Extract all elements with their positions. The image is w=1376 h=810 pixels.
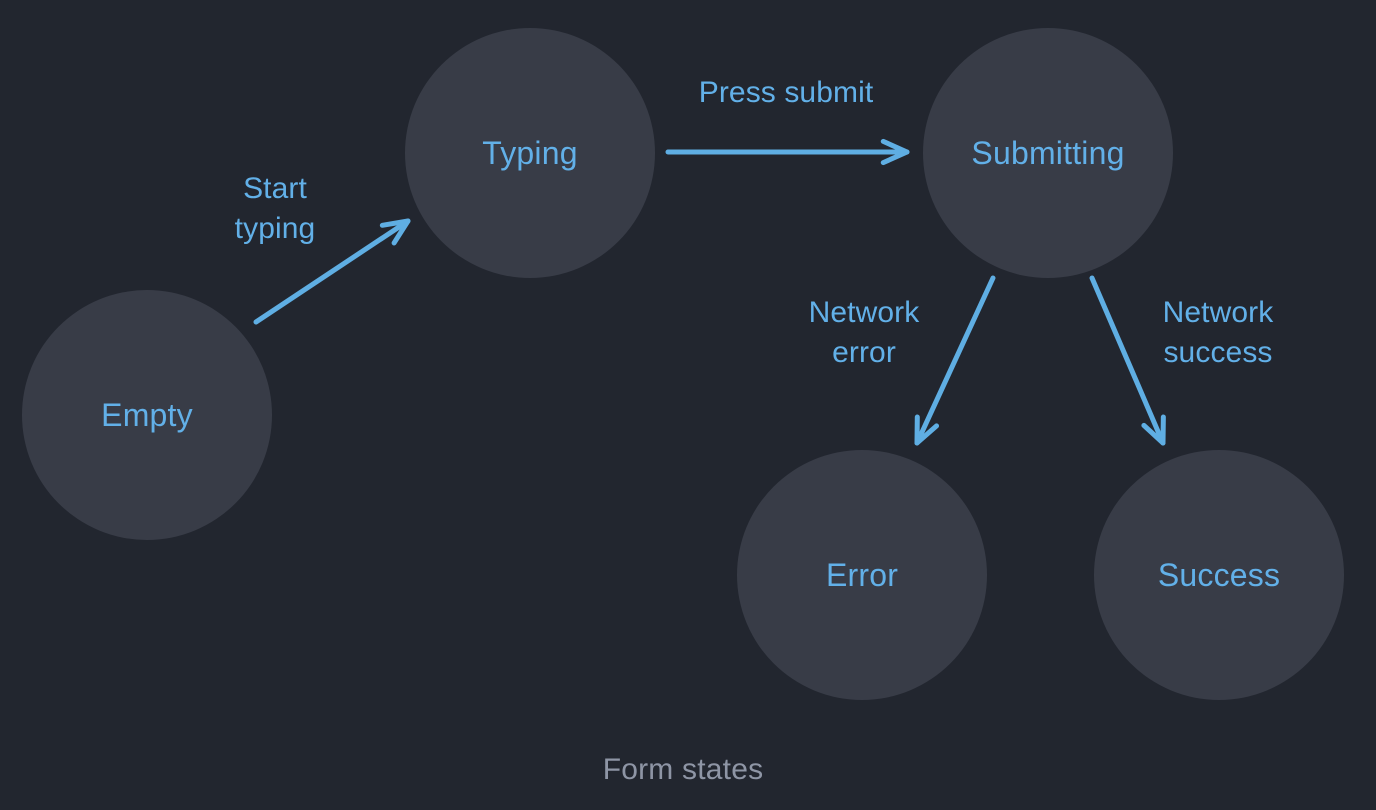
state-node-submitting[interactable]: Submitting [923,28,1173,278]
edge-label-network-error: Network error [808,296,920,369]
state-node-label: Empty [101,397,193,433]
arrowhead-icon-network-success [1141,414,1166,446]
state-node-label: Success [1157,557,1281,593]
arrowhead-icon-network-error [914,414,940,446]
edge-line-network-error [914,275,996,446]
state-node-label: Submitting [971,135,1125,171]
edge-label-network-success: Network success [1162,296,1274,369]
diagram-caption: Form states [602,753,764,786]
edge-label-start-typing: Start typing [234,172,316,245]
arrowhead-icon-start-typing [379,218,411,246]
state-node-label: Typing [482,135,578,171]
arrowhead-icon-press-submit [880,138,910,166]
edge-line-start-typing [253,218,411,325]
state-node-empty[interactable]: Empty [22,290,272,540]
state-node-typing[interactable]: Typing [405,28,655,278]
edge-line-network-success [1089,275,1166,446]
state-node-label: Error [825,557,899,593]
state-node-error[interactable]: Error [737,450,987,700]
state-node-success[interactable]: Success [1094,450,1344,700]
edge-label-press-submit: Press submit [698,76,874,109]
